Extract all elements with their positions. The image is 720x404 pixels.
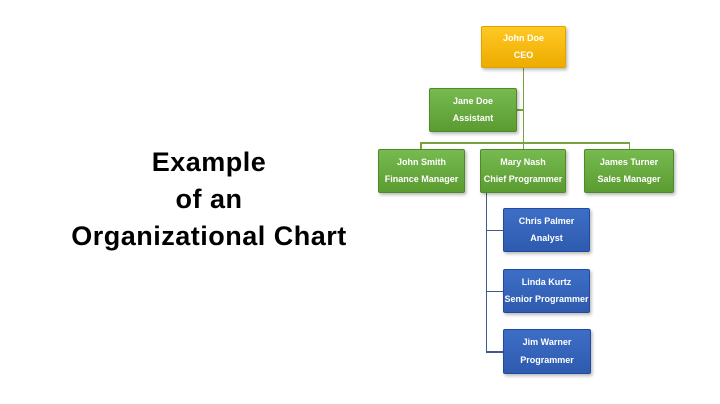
node-role: Finance Manager bbox=[384, 174, 459, 185]
org-node-senior-programmer: Linda Kurtz Senior Programmer bbox=[503, 269, 590, 313]
node-role: Assistant bbox=[452, 113, 494, 124]
node-name: Mary Nash bbox=[500, 156, 546, 167]
connector-drop-chief bbox=[522, 142, 524, 149]
node-name: James Turner bbox=[599, 156, 659, 167]
org-node-chief-programmer: Mary Nash Chief Programmer bbox=[480, 149, 566, 193]
node-name: Jim Warner bbox=[522, 337, 572, 347]
slide-title: Example of an Organizational Chart bbox=[38, 144, 380, 255]
org-node-analyst: Chris Palmer Analyst bbox=[503, 208, 590, 252]
connector-stub-programmer bbox=[485, 351, 504, 353]
node-role: Analyst bbox=[530, 233, 563, 244]
org-node-finance-manager: John Smith Finance Manager bbox=[378, 149, 465, 193]
slide-title-line: of an bbox=[175, 184, 243, 214]
slide-title-line: Organizational Chart bbox=[71, 221, 347, 251]
node-name: John Doe bbox=[502, 33, 544, 43]
node-role: Chief Programmer bbox=[483, 174, 563, 185]
org-node-sales-manager: James Turner Sales Manager bbox=[584, 149, 674, 193]
connector-managers-horizontal bbox=[420, 142, 630, 144]
node-role: Sales Manager bbox=[597, 174, 661, 185]
org-node-ceo: John Doe CEO bbox=[481, 26, 566, 68]
connector-stub-analyst bbox=[485, 229, 504, 231]
org-node-programmer: Jim Warner Programmer bbox=[503, 329, 591, 374]
connector-chief-down bbox=[485, 193, 487, 352]
connector-stub-senior bbox=[485, 290, 504, 292]
org-node-assistant: Jane Doe Assistant bbox=[429, 88, 517, 132]
node-name: Jane Doe bbox=[452, 95, 494, 106]
connector-assistant-stub bbox=[517, 109, 524, 111]
node-role: Programmer bbox=[520, 355, 574, 365]
connector-drop-sales bbox=[628, 142, 630, 149]
connector-drop-finance bbox=[420, 142, 422, 149]
node-name: Chris Palmer bbox=[518, 215, 575, 226]
node-role: Senior Programmer bbox=[504, 294, 589, 305]
slide-title-line: Example bbox=[151, 147, 267, 177]
node-role: CEO bbox=[513, 50, 534, 60]
node-name: John Smith bbox=[397, 156, 446, 167]
connector-ceo-down bbox=[522, 68, 524, 143]
node-name: Linda Kurtz bbox=[521, 276, 572, 287]
